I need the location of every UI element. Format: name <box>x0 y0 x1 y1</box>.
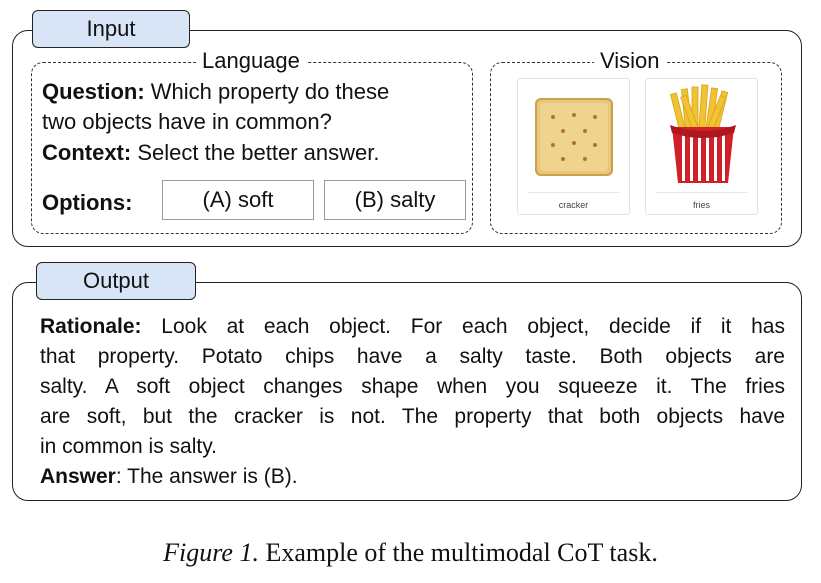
answer-line: Answer: The answer is (B). <box>40 462 785 492</box>
figure-caption-text: Example of the multimodal CoT task. <box>265 538 658 567</box>
cracker-caption: cracker <box>558 200 589 210</box>
question-label: Question: <box>42 79 145 104</box>
rationale-line-3: salty. A soft object changes shape when … <box>40 375 785 398</box>
question-line-2: two objects have in common? <box>42 109 332 134</box>
rationale-line-2: that property. Potato chips have a salty… <box>40 345 785 368</box>
context-text: Select the better answer. <box>137 140 380 165</box>
output-panel <box>12 282 802 501</box>
option-b: (B) salty <box>324 180 466 220</box>
rationale-label: Rationale: <box>40 315 142 338</box>
options-label: Options: <box>42 190 133 215</box>
output-tab: Output <box>36 262 196 300</box>
rationale-text-1: Look at each object. For each object, de… <box>161 315 785 338</box>
rationale-line-4: are soft, but the cracker is not. The pr… <box>40 405 785 428</box>
rationale-line-1: Rationale: Look at each object. For each… <box>40 312 785 342</box>
answer-text: : The answer is (B). <box>115 465 298 488</box>
fries-card: fries <box>645 78 758 215</box>
fries-image <box>670 84 736 183</box>
context-label: Context: <box>42 140 132 165</box>
vision-legend: Vision <box>594 48 666 74</box>
question-text-1: Which property do these <box>150 79 390 104</box>
figure-label: Figure 1. <box>163 538 259 567</box>
answer-label: Answer <box>40 465 116 488</box>
question-line-1: Question: Which property do these <box>42 79 389 105</box>
option-a: (A) soft <box>162 180 314 220</box>
figure-caption: Figure 1. Example of the multimodal CoT … <box>0 538 821 568</box>
fries-caption: fries <box>692 200 710 210</box>
context-line: Context: Select the better answer. <box>42 140 379 166</box>
rationale-line-5: in common is salty. <box>40 435 217 458</box>
cracker-card: cracker <box>517 78 630 215</box>
language-legend: Language <box>196 48 306 74</box>
input-tab: Input <box>32 10 190 48</box>
cracker-image <box>535 98 613 176</box>
